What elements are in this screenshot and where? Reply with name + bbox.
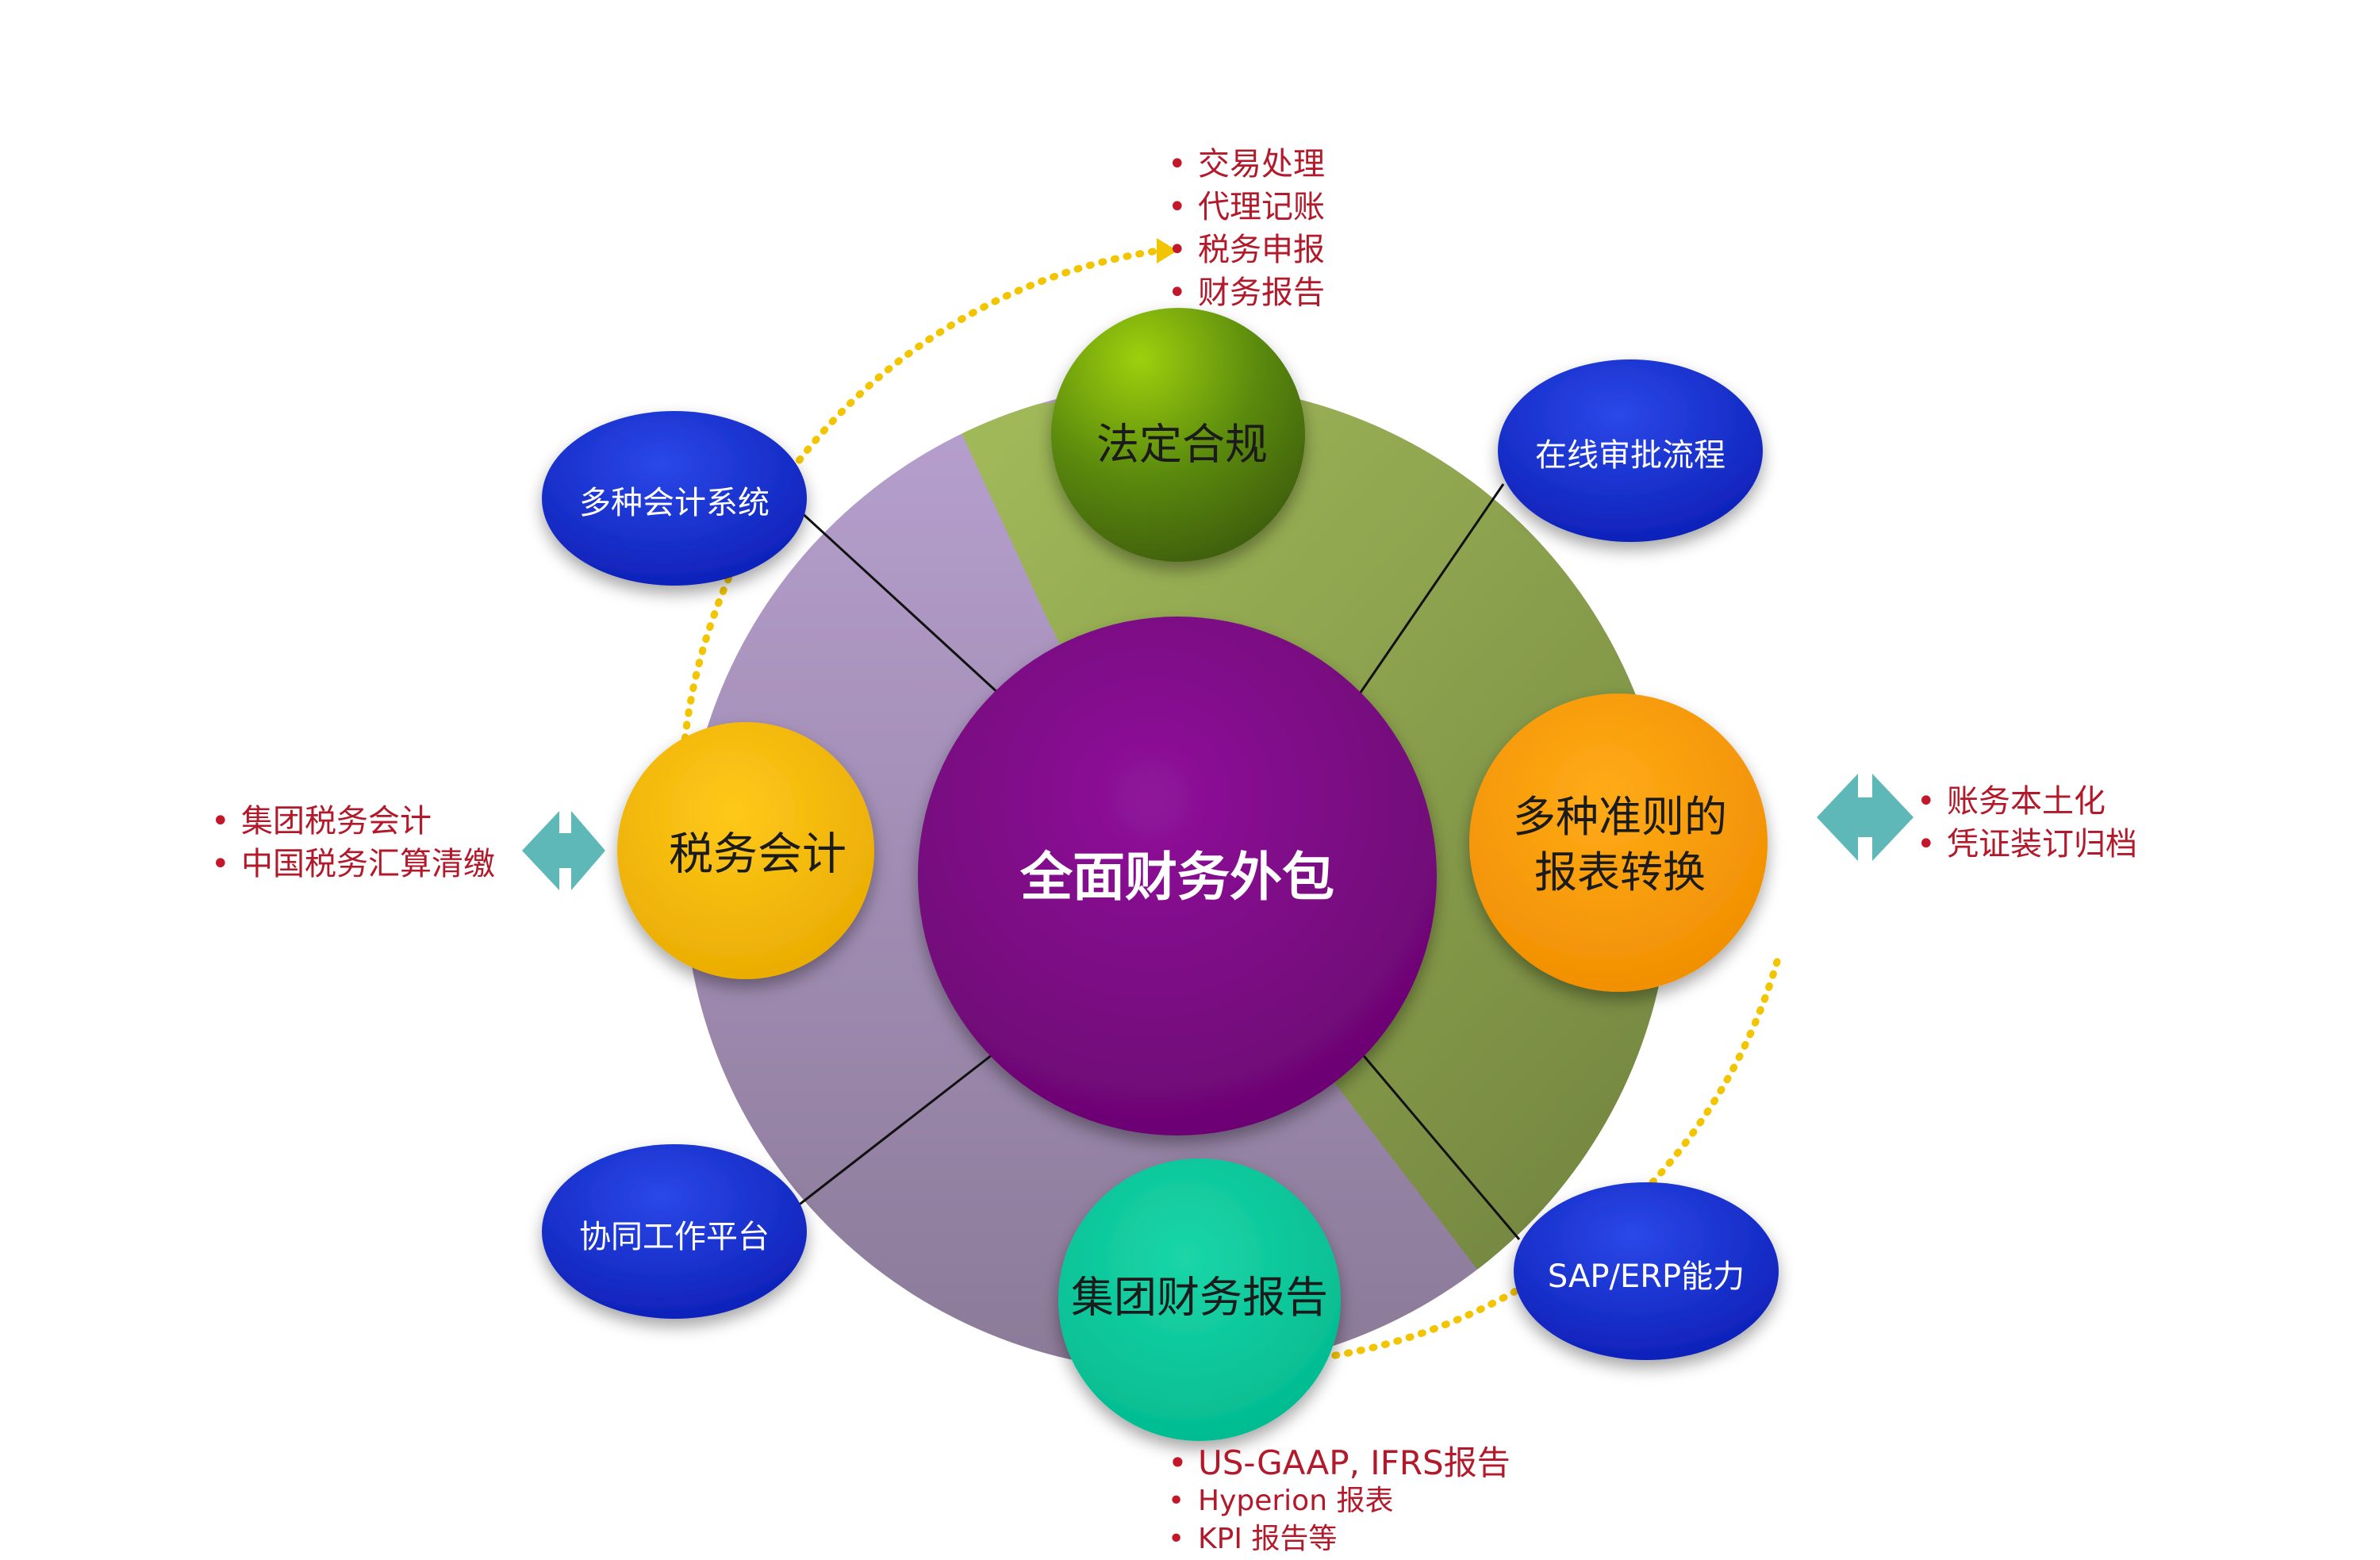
list-item: 税务申报 — [1165, 229, 1325, 271]
multi-systems-label: 多种会计系统 — [579, 485, 770, 521]
tax-label: 税务会计 — [669, 828, 846, 881]
group-reporting-label: 集团财务报告 — [1071, 1272, 1328, 1323]
collaboration-label: 协同工作平台 — [579, 1219, 770, 1255]
conversion-label-line1: 多种准则的 — [1513, 792, 1727, 842]
list-item: 交易处理 — [1165, 143, 1325, 186]
double-arrow-icon — [1817, 774, 1914, 861]
list-item: 代理记账 — [1165, 186, 1325, 229]
list-item: 凭证装订归档 — [1914, 823, 2137, 866]
statutory-label: 法定合规 — [1096, 419, 1268, 470]
collaboration-oval — [542, 1144, 807, 1319]
tax-detail-list: 集团税务会计 中国税务汇算清缴 — [208, 800, 495, 886]
group-reporting-detail-list: US-GAAP, IFRS报告 Hyperion 报表 KPI 报告等 — [1165, 1444, 1511, 1559]
connector-lines — [788, 483, 1521, 1240]
double-arrow-icon — [522, 811, 605, 890]
online-approval-label: 在线审批流程 — [1535, 437, 1726, 474]
list-item: Hyperion 报表 — [1165, 1482, 1511, 1520]
list-item: 财务报告 — [1165, 271, 1325, 314]
statutory-circle — [1051, 308, 1305, 562]
list-item: KPI 报告等 — [1165, 1520, 1511, 1558]
conversion-label: 多种准则的 报表转换 — [1513, 790, 1727, 901]
center-circle — [918, 617, 1437, 1135]
statutory-detail-list: 交易处理 代理记账 税务申报 财务报告 — [1165, 143, 1325, 314]
multi-systems-oval — [542, 411, 807, 586]
group-reporting-circle — [1058, 1158, 1341, 1441]
tax-circle — [617, 722, 874, 979]
conversion-circle — [1469, 694, 1768, 992]
list-item: 集团税务会计 — [208, 800, 495, 843]
sap-erp-label: SAP/ERP能力 — [1547, 1258, 1745, 1295]
sap-erp-oval — [1514, 1182, 1779, 1360]
list-item: 账务本土化 — [1914, 780, 2137, 823]
online-approval-oval — [1498, 359, 1763, 542]
conversion-detail-list: 账务本土化 凭证装订归档 — [1914, 780, 2137, 866]
conversion-label-line2: 报表转换 — [1534, 847, 1706, 897]
list-item: 中国税务汇算清缴 — [208, 843, 495, 886]
center-label: 全面财务外包 — [1020, 847, 1334, 908]
list-item: US-GAAP, IFRS报告 — [1165, 1444, 1511, 1483]
